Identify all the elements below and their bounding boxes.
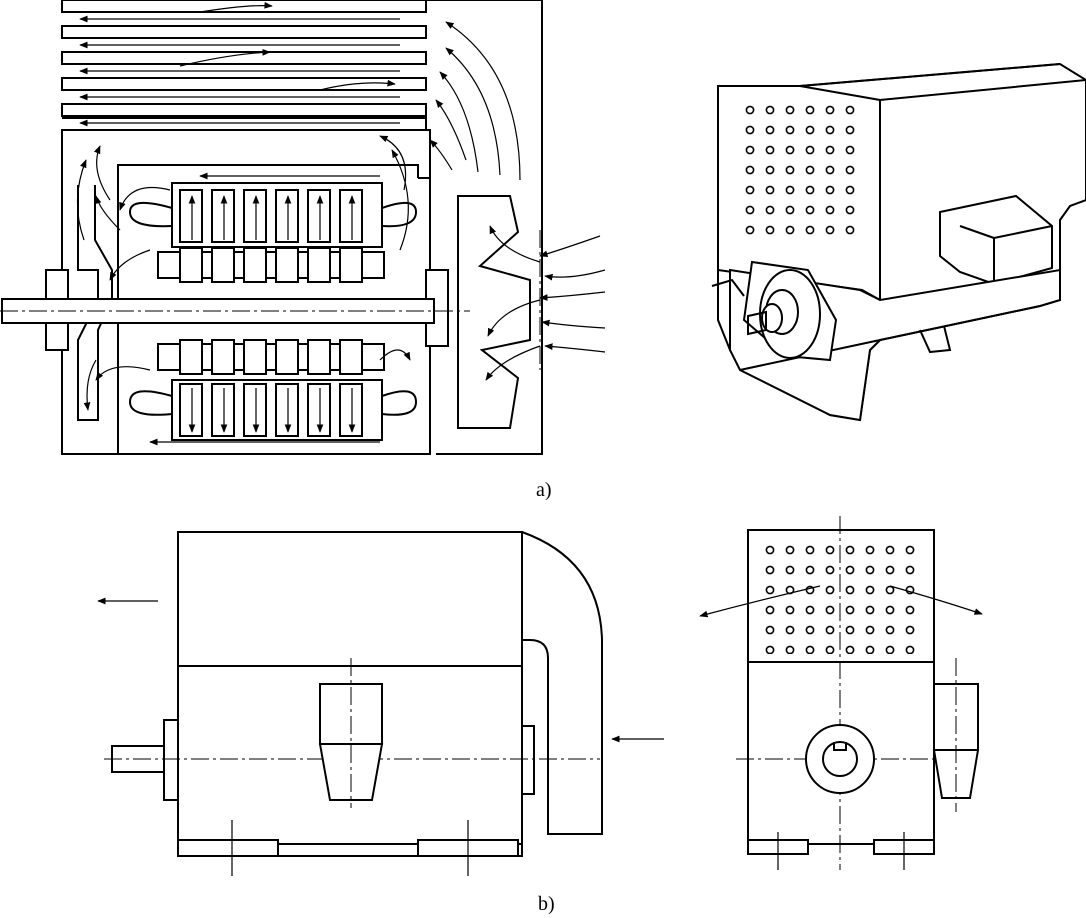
end-view-b: [699, 516, 983, 870]
side-view-b: [97, 531, 664, 876]
cooler-box: [177, 531, 523, 667]
outflow-arrow-left: [699, 585, 821, 618]
section-view-a: [0, 0, 606, 455]
end-bell-left: [77, 185, 113, 421]
stator-rotor-upper: [128, 182, 418, 283]
caption-b: b): [538, 893, 555, 915]
internal-flow-arrows: [76, 135, 411, 446]
stator-rotor-lower: [128, 339, 418, 441]
caption-a: a): [536, 479, 552, 501]
terminal-box-b: [318, 743, 384, 801]
outflow-arrow-right: [889, 585, 983, 615]
duct-housing: [426, 0, 543, 455]
air-duct: [521, 531, 603, 835]
vent-holes-iso: [736, 104, 864, 244]
isometric-motor: [711, 62, 1086, 422]
fan: [457, 195, 531, 429]
external-flow-arrows: [429, 21, 606, 381]
tube-flow-arrows: [79, 1, 400, 127]
